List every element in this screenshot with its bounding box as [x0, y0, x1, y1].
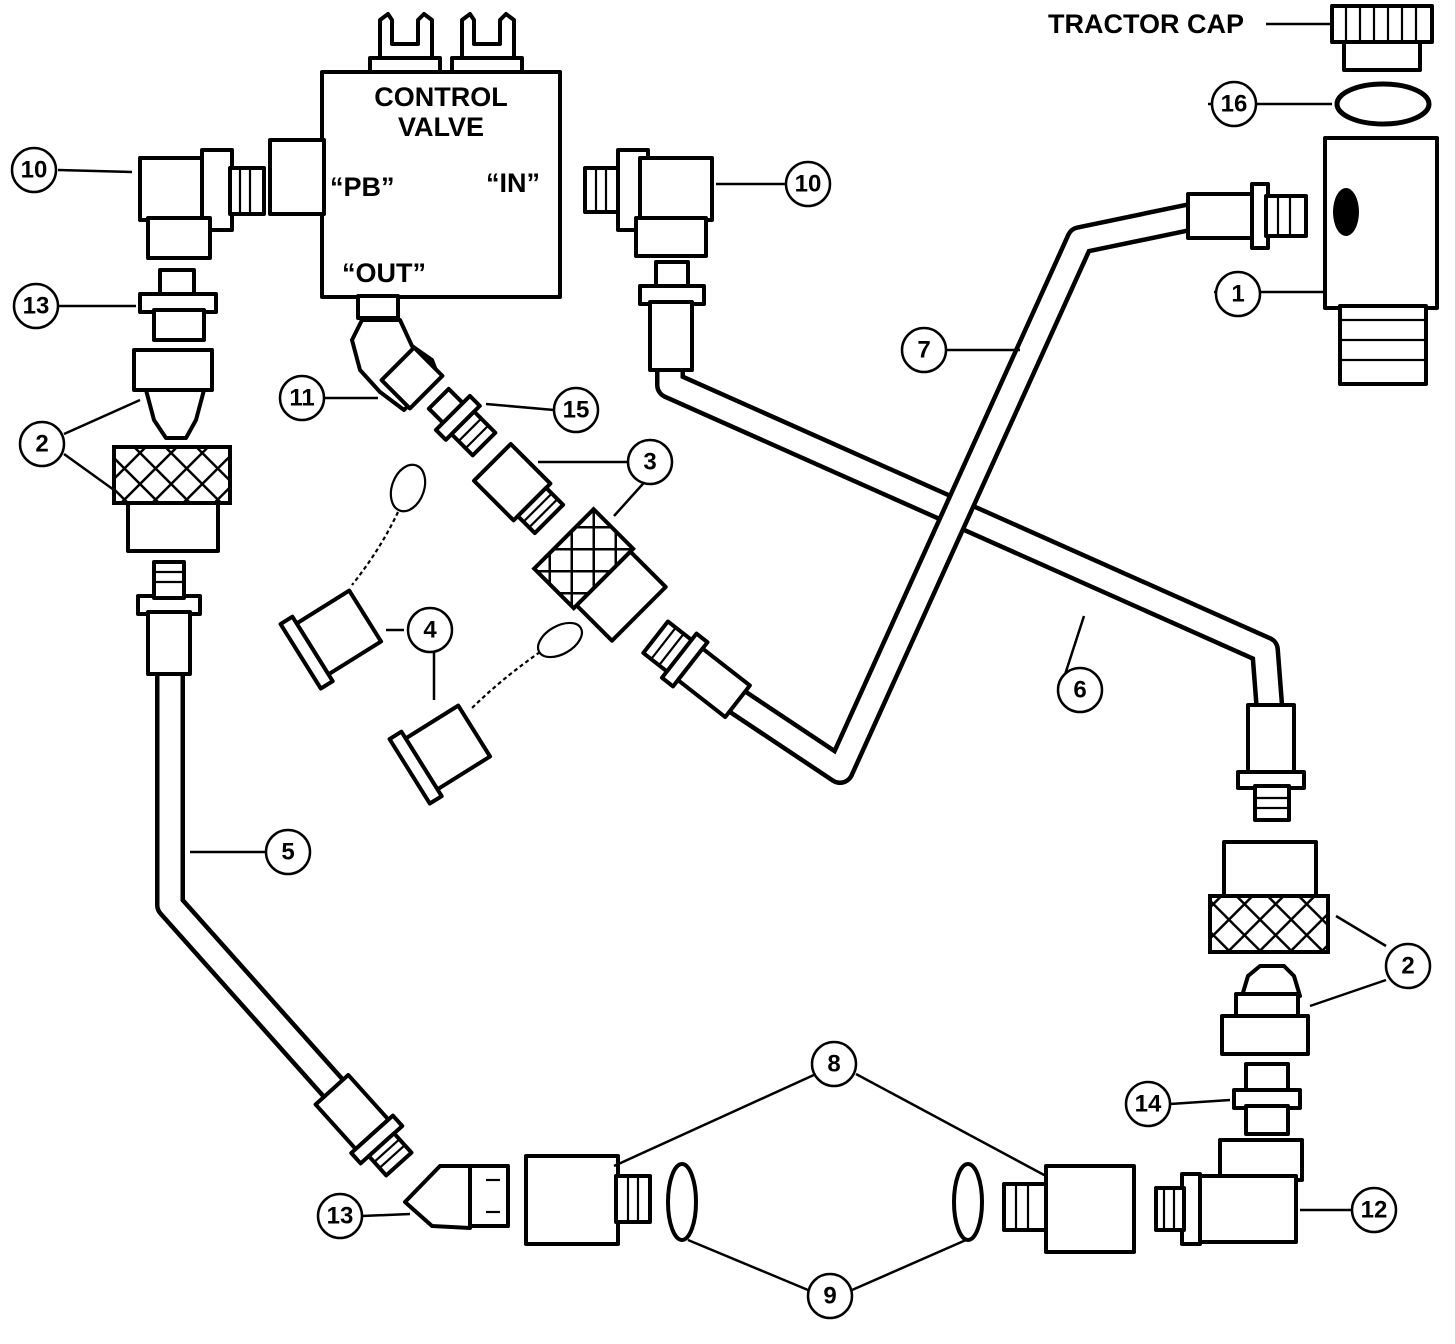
valve-label-line1: CONTROL: [374, 82, 507, 112]
svg-text:4: 4: [423, 617, 437, 644]
callout-13: 13: [316, 1192, 364, 1240]
callout-15: 15: [552, 386, 600, 434]
svg-text:13: 13: [23, 293, 50, 320]
callout-4: 4: [406, 606, 454, 654]
adapter-15: [426, 386, 498, 458]
callout-11: 11: [278, 374, 326, 422]
tractor-cap-label: TRACTOR CAP: [1048, 9, 1244, 39]
control-valve: CONTROL VALVE “PB” “IN” “OUT”: [268, 12, 562, 320]
callout-1: 1: [1214, 270, 1262, 318]
callout-3: 3: [626, 438, 674, 486]
leader-lines: [57, 102, 1387, 1292]
svg-text:2: 2: [1401, 953, 1414, 980]
callout-10-right: 10: [784, 160, 832, 208]
svg-text:11: 11: [289, 385, 314, 412]
o-ring-9-left: [666, 1162, 698, 1242]
callout-6: 6: [1056, 666, 1104, 714]
callout-14-right: 14: [1124, 1080, 1172, 1128]
callout-14-left: 13: [12, 282, 60, 330]
o-ring-9-right: [952, 1162, 984, 1242]
hose-5: [136, 560, 414, 1178]
coupler-3: [471, 441, 668, 643]
coupler-2-left: [112, 348, 232, 553]
svg-text:2: 2: [35, 431, 48, 458]
elbow-10-left: [138, 148, 266, 260]
elbow-10-right: [583, 148, 714, 258]
callout-2-left: 2: [18, 420, 66, 468]
svg-text:3: 3: [643, 449, 656, 476]
coupler-2-right: [1208, 840, 1330, 1056]
callout-8: 8: [810, 1040, 858, 1088]
callout-7: 7: [900, 326, 948, 374]
port-out-label: “OUT”: [342, 258, 426, 288]
o-ring-16: [1334, 81, 1432, 127]
valve-label-line2: VALVE: [398, 112, 484, 142]
svg-text:6: 6: [1073, 677, 1086, 704]
svg-text:7: 7: [917, 337, 930, 364]
dust-cap-4-upper: [278, 463, 427, 691]
svg-text:15: 15: [563, 397, 590, 424]
svg-text:10: 10: [21, 157, 48, 184]
elbow-12: [1154, 1138, 1304, 1246]
adapter-14-left: [138, 268, 218, 342]
hose-7: [641, 182, 1308, 785]
elbow-11: [350, 318, 445, 412]
adapter-8-left: [524, 1154, 652, 1246]
hose-6: [638, 260, 1306, 822]
dust-cap-4-lower: [387, 621, 584, 806]
svg-text:9: 9: [823, 1283, 836, 1310]
cap-13: [403, 1164, 510, 1230]
svg-text:13: 13: [327, 1203, 354, 1230]
tractor-cap: TRACTOR CAP: [1048, 4, 1434, 72]
svg-text:16: 16: [1221, 91, 1248, 118]
callout-5: 5: [264, 828, 312, 876]
port-in-label: “IN”: [486, 168, 540, 198]
callout-9: 9: [806, 1272, 854, 1320]
svg-text:5: 5: [281, 839, 294, 866]
adapter-14-right: [1232, 1062, 1302, 1136]
callout-10-left: 10: [10, 146, 58, 194]
svg-text:10: 10: [795, 171, 822, 198]
svg-text:1: 1: [1231, 281, 1244, 308]
port-pb-label: “PB”: [330, 172, 395, 202]
callout-12: 12: [1350, 1186, 1398, 1234]
callout-2-right: 2: [1384, 942, 1432, 990]
svg-text:14: 14: [1135, 1091, 1162, 1118]
adapter-8-right: [1002, 1164, 1136, 1254]
callout-16: 16: [1210, 80, 1258, 128]
tractor-tee-1: [1323, 136, 1439, 386]
svg-text:8: 8: [827, 1051, 840, 1078]
svg-text:12: 12: [1361, 1197, 1388, 1224]
